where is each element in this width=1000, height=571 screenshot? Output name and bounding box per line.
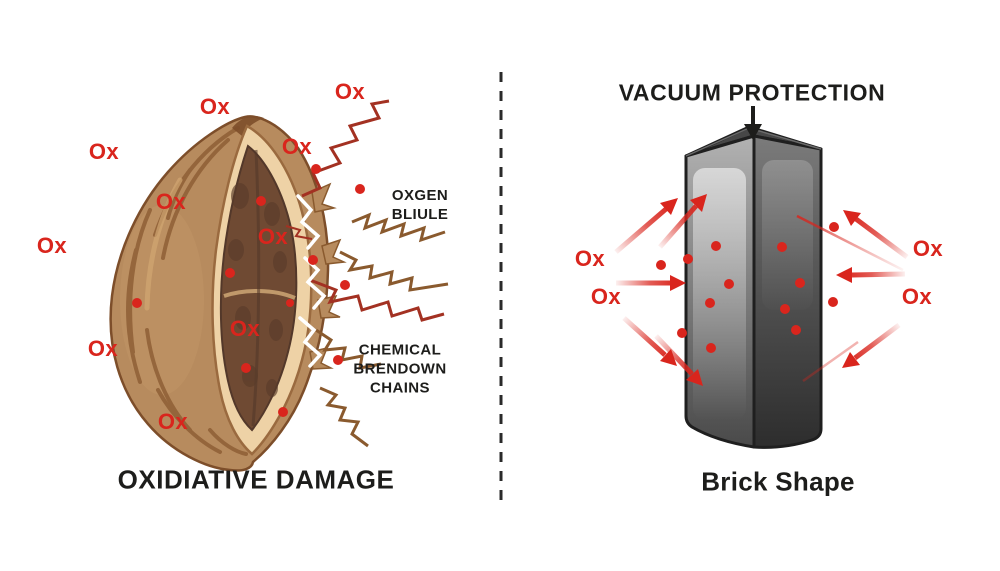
chain-zigzags [285, 99, 449, 448]
chemical-breakdown-line3: CHAINS [370, 379, 430, 397]
ox-marker: Ox [257, 224, 289, 249]
ox-arrows [614, 194, 909, 386]
oxygen-blule-line2: BLIULE [391, 206, 449, 223]
red-arrow-icon [836, 267, 906, 283]
ox-marker: Ox [155, 189, 187, 214]
deflection-line [796, 214, 904, 272]
red-arrow-icon [658, 194, 707, 249]
ox-dots-right [656, 222, 839, 353]
ox-marker: Ox [912, 236, 944, 261]
chemical-breakdown-label: CHEMICAL BRENDOWN CHAINS [353, 341, 446, 398]
red-arrow-icon [654, 334, 703, 386]
crack-lines [296, 194, 327, 368]
walnut-illustration [109, 115, 347, 472]
oxygen-blule-label: OXGEN BLIULE [392, 186, 449, 224]
red-arrow-icon [843, 210, 909, 260]
ox-marker: Ox [574, 246, 606, 271]
ox-marker: Ox [87, 336, 119, 361]
deflection-line [802, 340, 859, 383]
ox-marker: Ox [88, 139, 120, 164]
ox-marker: Ox [281, 134, 313, 159]
down-arrow-icon [744, 106, 762, 140]
ox-marker: Ox [36, 233, 68, 258]
ox-marker: Ox [334, 79, 366, 104]
chemical-breakdown-line1: CHEMICAL [358, 341, 442, 359]
ox-marker: Ox [229, 316, 261, 341]
ox-marker: Ox [157, 409, 189, 434]
right-panel-heading: VACUUM PROTECTION [618, 79, 886, 106]
red-arrow-icon [842, 323, 901, 368]
chemical-breakdown-line2: BRENDOWN [353, 360, 447, 378]
ox-dots-left [132, 164, 365, 417]
left-panel-title: OXIDIATIVE DAMAGE [117, 464, 395, 495]
right-panel-caption: Brick Shape [701, 466, 855, 497]
ox-marker: Ox [590, 284, 622, 309]
red-arrow-icon [616, 275, 686, 291]
oxygen-blule-line1: OXGEN [391, 187, 449, 204]
ox-marker: Ox [199, 94, 231, 119]
ox-marker: Ox [901, 284, 933, 309]
red-arrow-icon [622, 316, 677, 366]
red-arrow-icon [614, 198, 678, 254]
brick-illustration [684, 125, 823, 449]
